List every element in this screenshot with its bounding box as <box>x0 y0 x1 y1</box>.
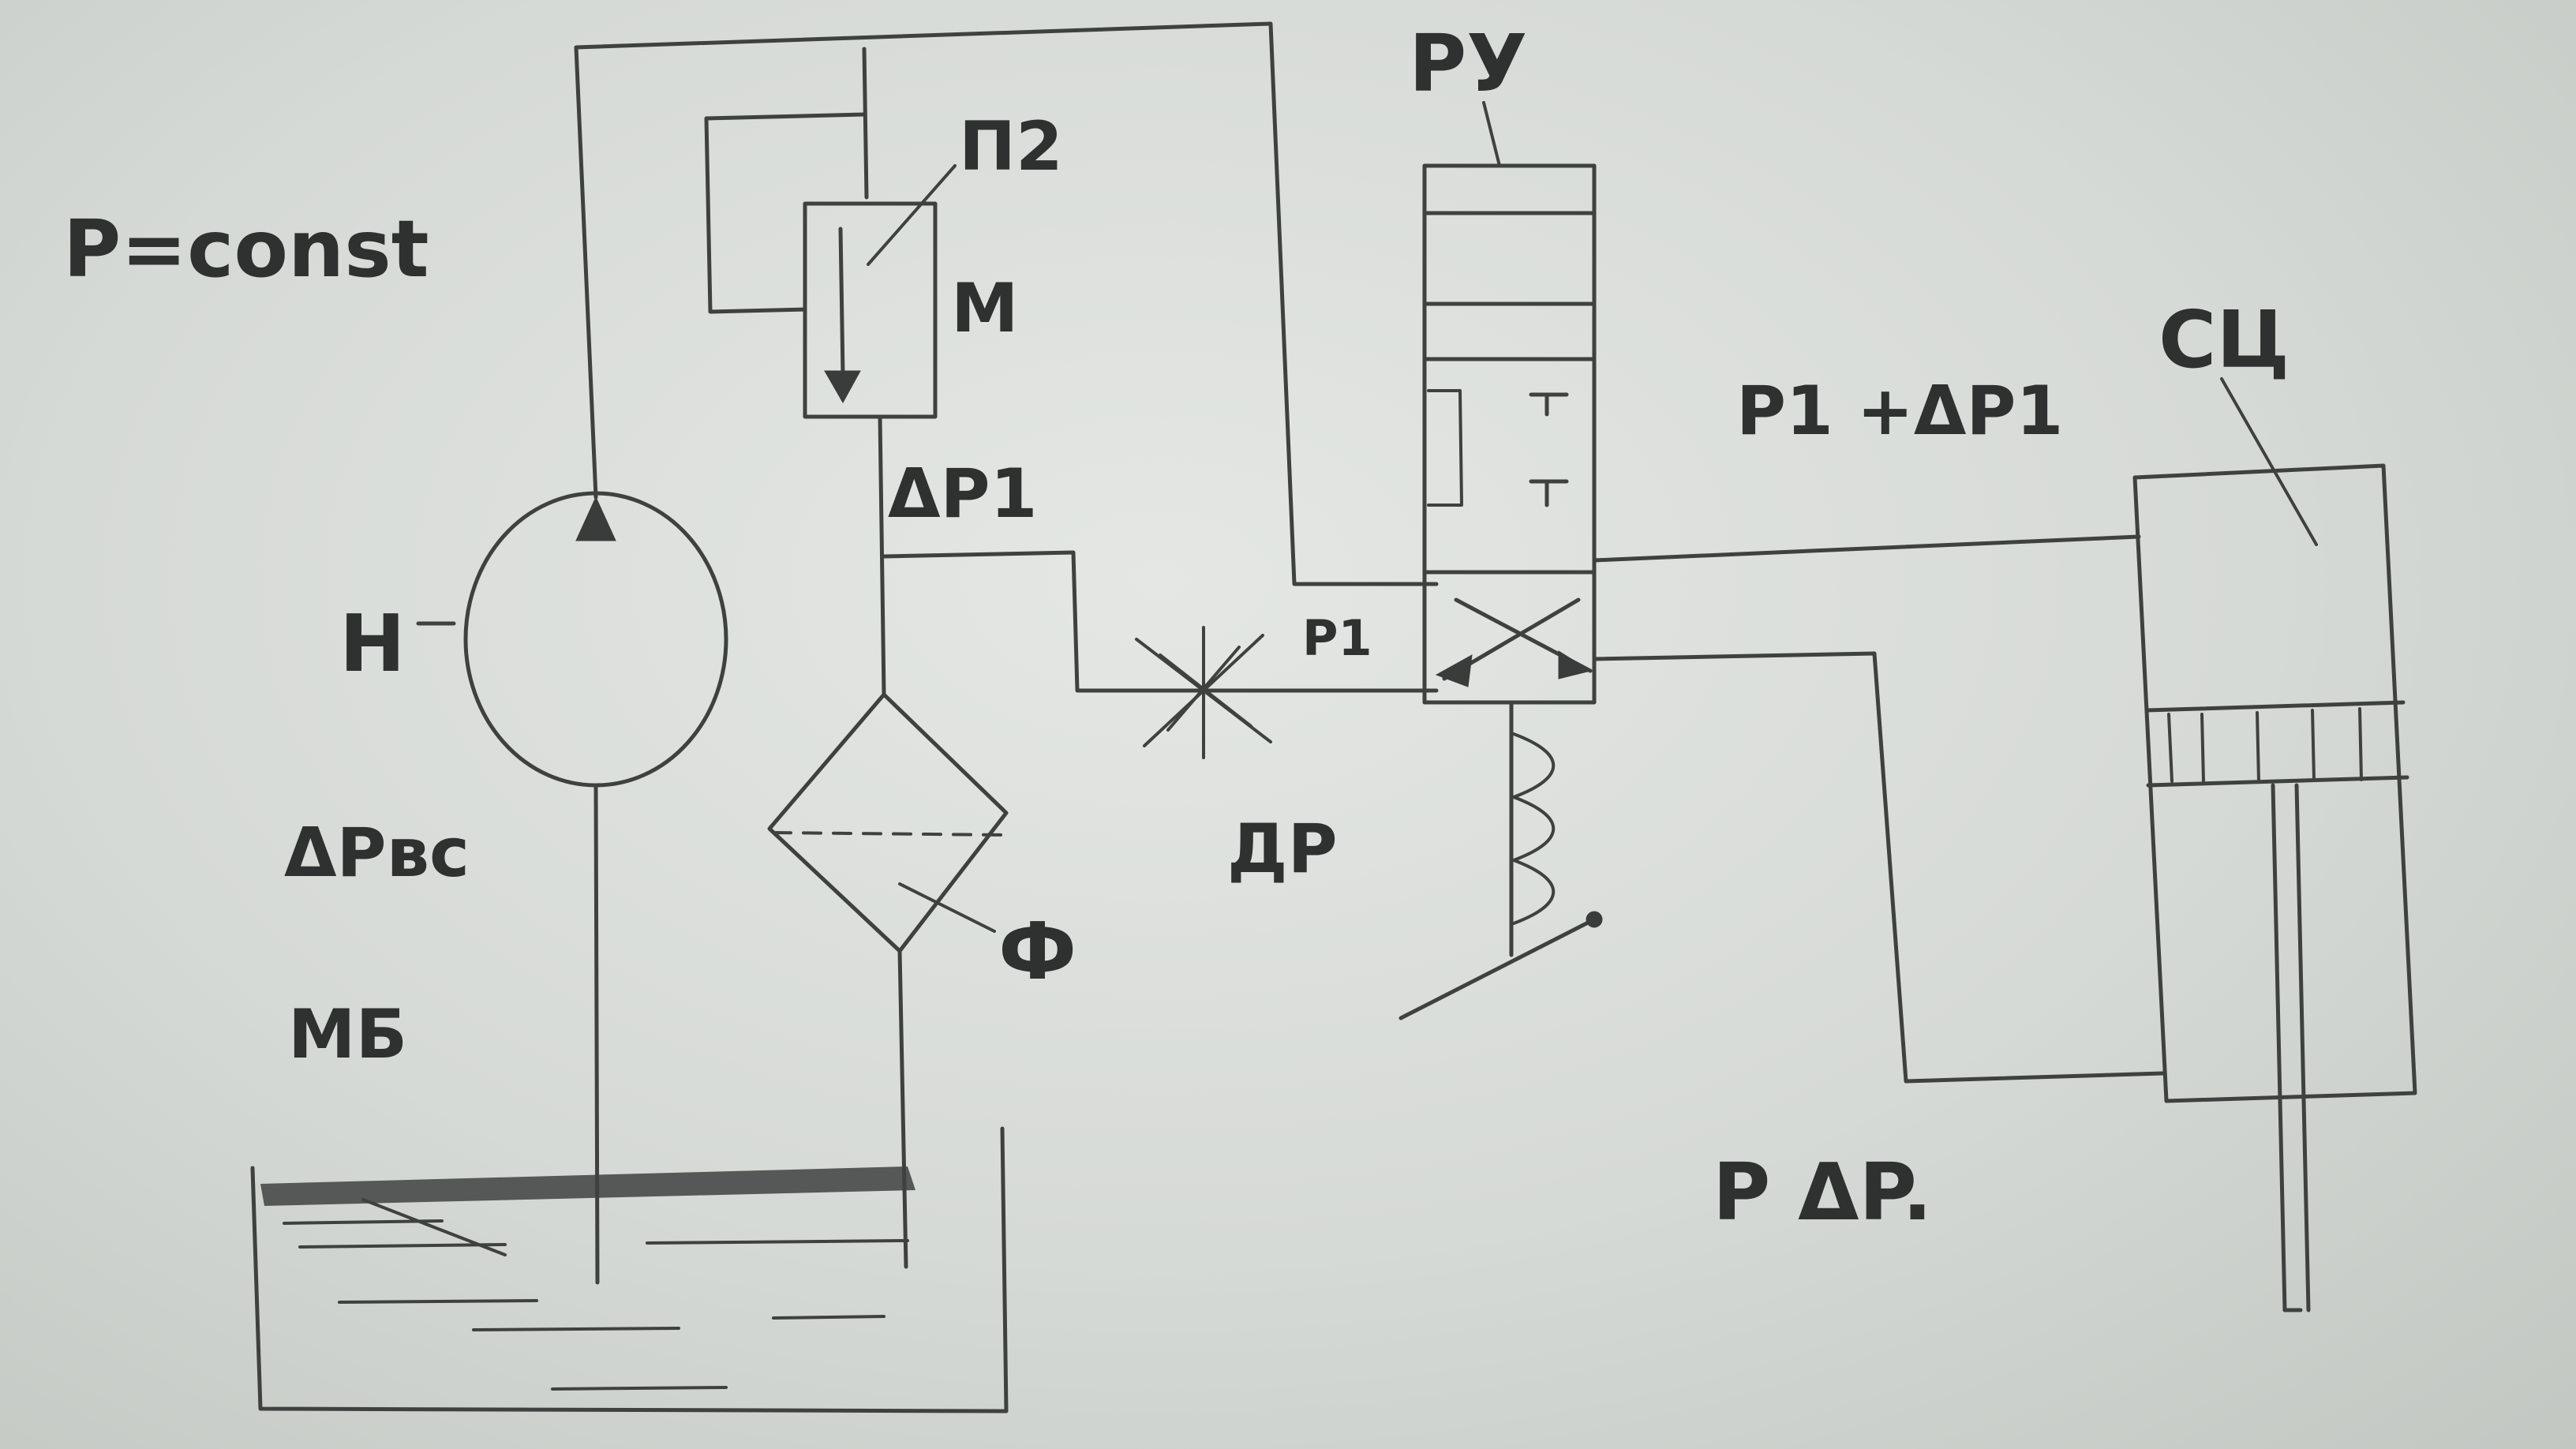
flow-arrow-left-icon <box>1435 654 1473 687</box>
control-lever <box>1398 917 1597 1020</box>
filter-symbol <box>767 692 1009 1269</box>
filter-leader-line <box>898 882 996 933</box>
oil-level <box>260 1166 915 1206</box>
p1-plus-delta-label: P1 +ΔP1 <box>1736 372 2063 451</box>
cylinder-label: СЦ <box>2159 294 2290 386</box>
spring-icon <box>1512 732 1556 925</box>
delta-p1-label: ΔP1 <box>888 455 1037 534</box>
throttle-star-icon <box>1127 626 1280 759</box>
throttle-label: ДР <box>1227 810 1338 889</box>
valve-label: П2 <box>959 107 1063 186</box>
pump-output-arrow-icon <box>575 496 616 541</box>
lever-pivot-icon <box>1586 911 1603 928</box>
pump-suction-line <box>593 783 600 1285</box>
distributor-leader-line <box>1482 101 1501 167</box>
cylinder-leader-line <box>2220 377 2318 546</box>
throttle <box>882 550 1439 759</box>
distributor-label: РУ <box>1409 17 1527 110</box>
tank-leader-line <box>361 1198 507 1256</box>
p-delta-p-label: P ΔP. <box>1713 1146 1932 1238</box>
p1-line-label: P1 <box>1302 609 1372 667</box>
hydraulic-cylinder <box>2132 377 2417 1312</box>
valve-arrow-icon <box>824 370 861 404</box>
valve-marker-label: М <box>951 269 1019 348</box>
filter-label: Ф <box>998 905 1076 998</box>
pressure-line <box>574 21 1439 586</box>
oil-tank <box>250 1126 1009 1413</box>
tank-label: МБ <box>288 995 407 1074</box>
cylinder-lines <box>1592 534 2165 1084</box>
suction-drop-label: ΔPвс <box>284 814 470 893</box>
pump-label: H <box>339 597 406 690</box>
directional-valve <box>1398 101 1603 1020</box>
pressure-const-label: P=const <box>63 203 429 295</box>
flow-arrow-right-icon <box>1558 650 1592 680</box>
pump-symbol <box>416 21 1439 1285</box>
valve-leader-line <box>867 164 957 266</box>
pressure-valve <box>704 47 957 697</box>
